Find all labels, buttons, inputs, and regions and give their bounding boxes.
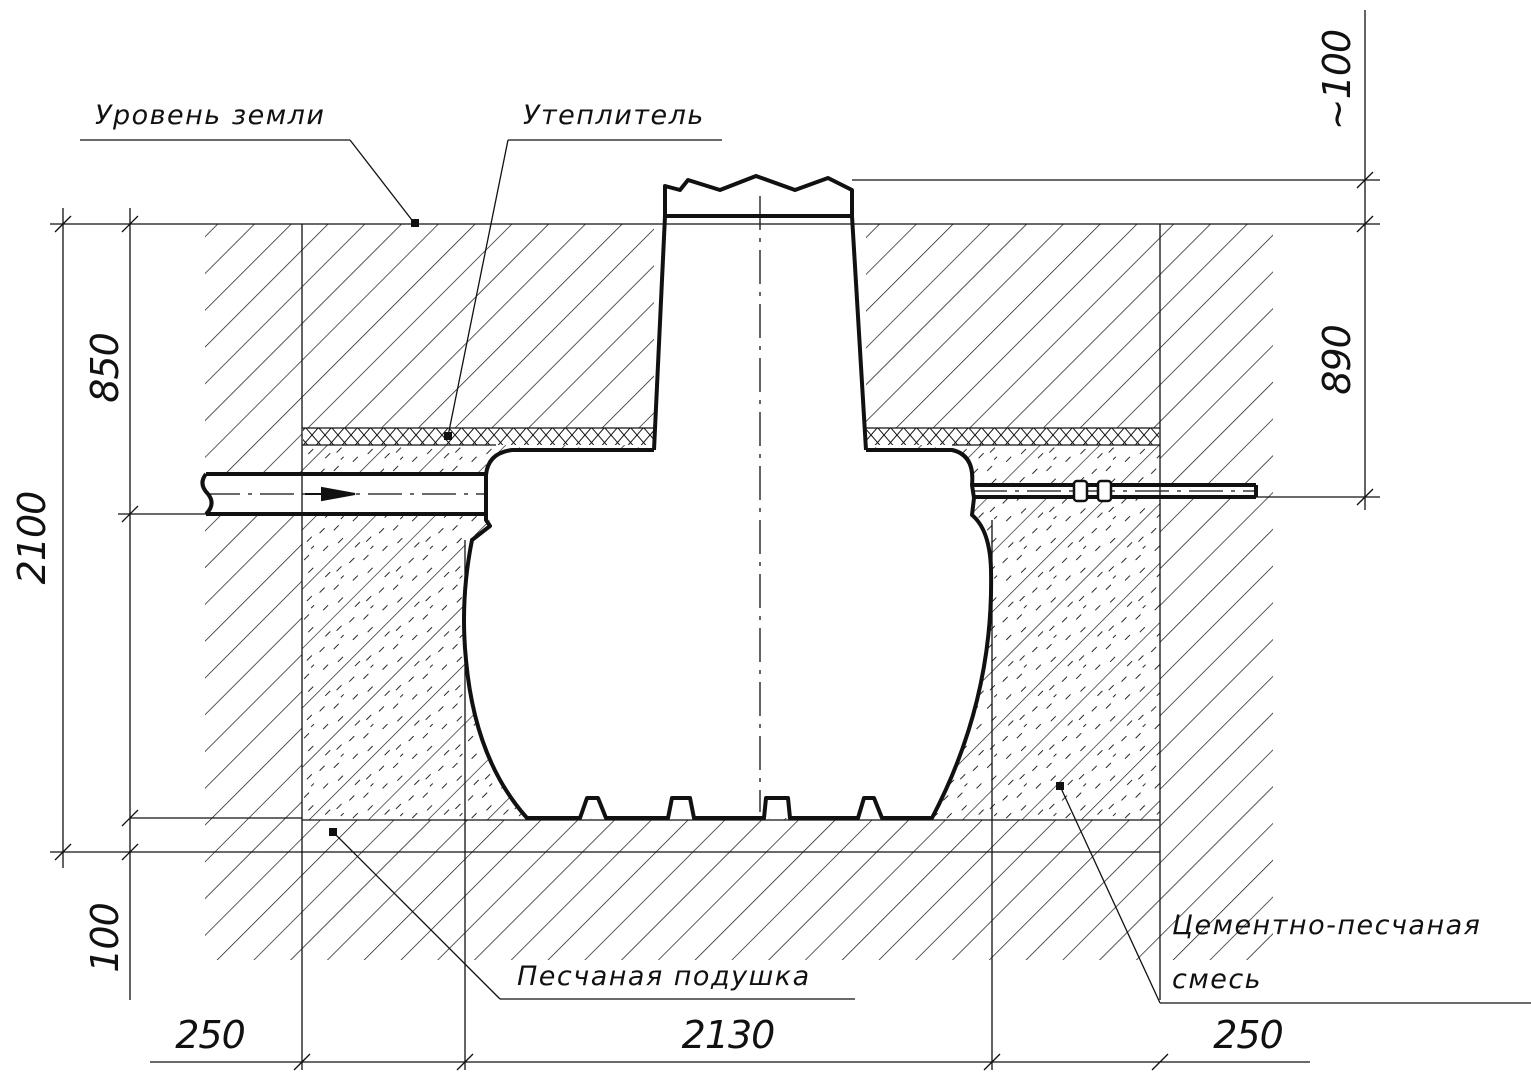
left-gap-value: 250 xyxy=(175,1013,245,1057)
cement-sand-label-line1: Цементно-песчаная xyxy=(1172,910,1481,941)
sand-cushion-label: Песчаная подушка xyxy=(517,961,811,992)
dimension-total-depth: 2100 xyxy=(10,208,72,868)
dimension-inlet-depth: 850 100 xyxy=(83,208,206,1000)
callout-insulation: Утеплитель xyxy=(444,100,722,440)
callout-sand-cushion: Песчаная подушка xyxy=(329,828,855,1000)
ground-level-label: Уровень земли xyxy=(95,100,325,131)
tank-neck xyxy=(652,174,868,451)
outlet-depth-value: 890 xyxy=(1315,325,1359,395)
dimension-bottom-chain: 250 2130 250 xyxy=(150,1013,1310,1071)
cement-sand-label-line2: смесь xyxy=(1172,964,1262,995)
right-gap-value: 250 xyxy=(1213,1013,1283,1057)
insulation-label: Утеплитель xyxy=(523,100,705,131)
inlet-pipe xyxy=(200,472,486,516)
callout-cement-sand: Цементно-песчаная смесь xyxy=(1056,782,1531,1004)
pipe-coupling xyxy=(1072,479,1089,503)
flow-arrow-icon xyxy=(305,486,356,502)
total-depth-value: 2100 xyxy=(10,492,54,585)
pipe-coupling xyxy=(1096,479,1113,503)
callout-ground-level: Уровень земли xyxy=(80,100,419,227)
neck-above-ground-value: ~100 xyxy=(1315,30,1359,130)
cushion-thickness-value: 100 xyxy=(83,903,127,973)
septic-tank-body xyxy=(462,448,994,820)
inlet-depth-value: 850 xyxy=(83,333,127,403)
outlet-pipe xyxy=(973,479,1258,503)
tank-width-value: 2130 xyxy=(682,1013,775,1057)
tank-mask xyxy=(205,190,1257,818)
dimension-right-chain: ~100 890 xyxy=(852,10,1380,510)
